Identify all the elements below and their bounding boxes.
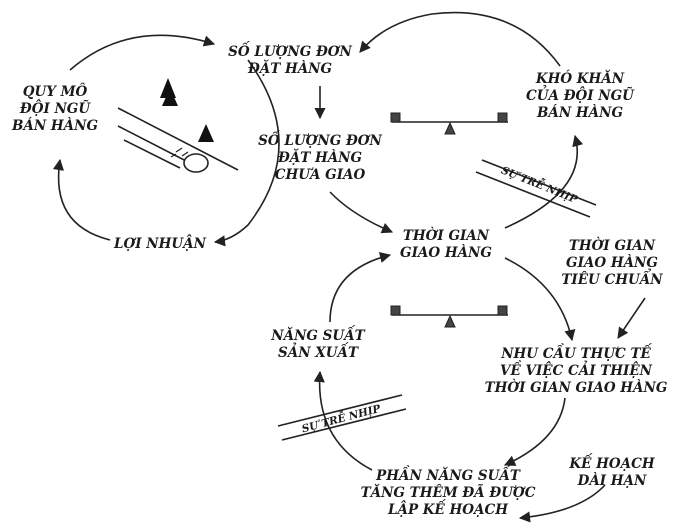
svg-text:LỢI NHUẬN: LỢI NHUẬN bbox=[113, 235, 207, 252]
svg-text:QUY MÔ: QUY MÔ bbox=[23, 83, 88, 100]
arrow-tieu-chuan-to-nhu-cau bbox=[618, 298, 645, 338]
arrow-thoi-gian-to-nhu-cau bbox=[505, 258, 572, 340]
upper-delay-label: SỰ TRỄ NHỊP bbox=[499, 162, 581, 207]
svg-text:GIAO HÀNG: GIAO HÀNG bbox=[566, 255, 658, 271]
svg-text:ĐỘI NGŨ: ĐỘI NGŨ bbox=[19, 100, 91, 117]
node-so-luong-don: SỐ LƯỢNG ĐƠN ĐẶT HÀNG bbox=[228, 42, 352, 77]
node-nang-suat: NĂNG SUẤT SẢN XUẤT bbox=[270, 326, 365, 361]
node-ke-hoach: KẾ HOẠCH DÀI HẠN bbox=[568, 454, 655, 489]
arrow-nhu-cau-to-phan-nang-suat bbox=[505, 398, 565, 465]
svg-text:TĂNG THÊM ĐÃ ĐƯỢC: TĂNG THÊM ĐÃ ĐƯỢC bbox=[361, 484, 536, 501]
svg-text:KẾ HOẠCH: KẾ HOẠCH bbox=[568, 454, 655, 472]
node-kho-khan: KHÓ KHĂN CỦA ĐỘI NGŨ BÁN HÀNG bbox=[526, 70, 635, 121]
svg-text:DÀI HẠN: DÀI HẠN bbox=[577, 473, 647, 489]
svg-text:BÁN HÀNG: BÁN HÀNG bbox=[536, 105, 623, 121]
node-nhu-cau: NHU CẦU THỰC TẾ VỀ VIỆC CẢI THIỆN THỜI G… bbox=[485, 344, 668, 396]
svg-text:LẬP KẾ HOẠCH: LẬP KẾ HOẠCH bbox=[387, 500, 509, 518]
svg-text:SẢN XUẤT: SẢN XUẤT bbox=[278, 343, 359, 361]
svg-text:BÁN HÀNG: BÁN HÀNG bbox=[11, 118, 98, 134]
arrow-so-luong-don-to-loi-nhuan bbox=[215, 60, 279, 242]
arrow-quy-mo-to-so-luong-don bbox=[70, 35, 214, 70]
arrow-chua-giao-to-thoi-gian bbox=[330, 192, 392, 232]
svg-text:NHU CẦU THỰC TẾ: NHU CẦU THỰC TẾ bbox=[500, 344, 652, 362]
svg-text:SỐ LƯỢNG ĐƠN: SỐ LƯỢNG ĐƠN bbox=[228, 42, 352, 60]
svg-text:CỦA ĐỘI NGŨ: CỦA ĐỘI NGŨ bbox=[526, 86, 635, 104]
svg-text:SỐ LƯỢNG ĐƠN: SỐ LƯỢNG ĐƠN bbox=[258, 131, 382, 149]
svg-text:NĂNG SUẤT: NĂNG SUẤT bbox=[270, 326, 365, 344]
svg-text:THỜI GIAN GIAO HÀNG: THỜI GIAN GIAO HÀNG bbox=[485, 379, 668, 396]
node-phan-nang-suat: PHẦN NĂNG SUẤT TĂNG THÊM ĐÃ ĐƯỢC LẬP KẾ … bbox=[361, 466, 536, 518]
node-thoi-gian: THỜI GIAN GIAO HÀNG bbox=[400, 227, 492, 261]
lower-balance-icon bbox=[391, 306, 508, 327]
node-tieu-chuan: THỜI GIAN GIAO HÀNG TIÊU CHUẨN bbox=[561, 237, 663, 288]
snowball-hill-icon bbox=[118, 78, 238, 172]
arrow-kho-khan-to-so-luong-don bbox=[360, 13, 560, 66]
svg-text:GIAO HÀNG: GIAO HÀNG bbox=[400, 245, 492, 261]
svg-text:CHƯA GIAO: CHƯA GIAO bbox=[275, 167, 366, 183]
svg-text:ĐẶT HÀNG: ĐẶT HÀNG bbox=[247, 60, 332, 77]
node-loi-nhuan: LỢI NHUẬN bbox=[113, 235, 207, 252]
upper-balance-icon bbox=[391, 113, 508, 134]
svg-text:THỜI GIAN: THỜI GIAN bbox=[569, 237, 656, 254]
node-chua-giao: SỐ LƯỢNG ĐƠN ĐẶT HÀNG CHƯA GIAO bbox=[258, 131, 382, 183]
svg-text:ĐẶT HÀNG: ĐẶT HÀNG bbox=[277, 149, 362, 166]
node-quy-mo: QUY MÔ ĐỘI NGŨ BÁN HÀNG bbox=[11, 83, 98, 134]
arrow-nang-suat-to-thoi-gian bbox=[330, 255, 390, 322]
svg-text:TIÊU CHUẨN: TIÊU CHUẨN bbox=[561, 269, 663, 288]
arrow-loi-nhuan-to-quy-mo bbox=[59, 160, 110, 240]
svg-text:KHÓ KHĂN: KHÓ KHĂN bbox=[535, 70, 625, 87]
svg-text:VỀ VIỆC CẢI THIỆN: VỀ VIỆC CẢI THIỆN bbox=[500, 361, 653, 379]
svg-text:PHẦN NĂNG SUẤT: PHẦN NĂNG SUẤT bbox=[375, 466, 521, 484]
svg-text:THỜI GIAN: THỜI GIAN bbox=[403, 227, 490, 244]
